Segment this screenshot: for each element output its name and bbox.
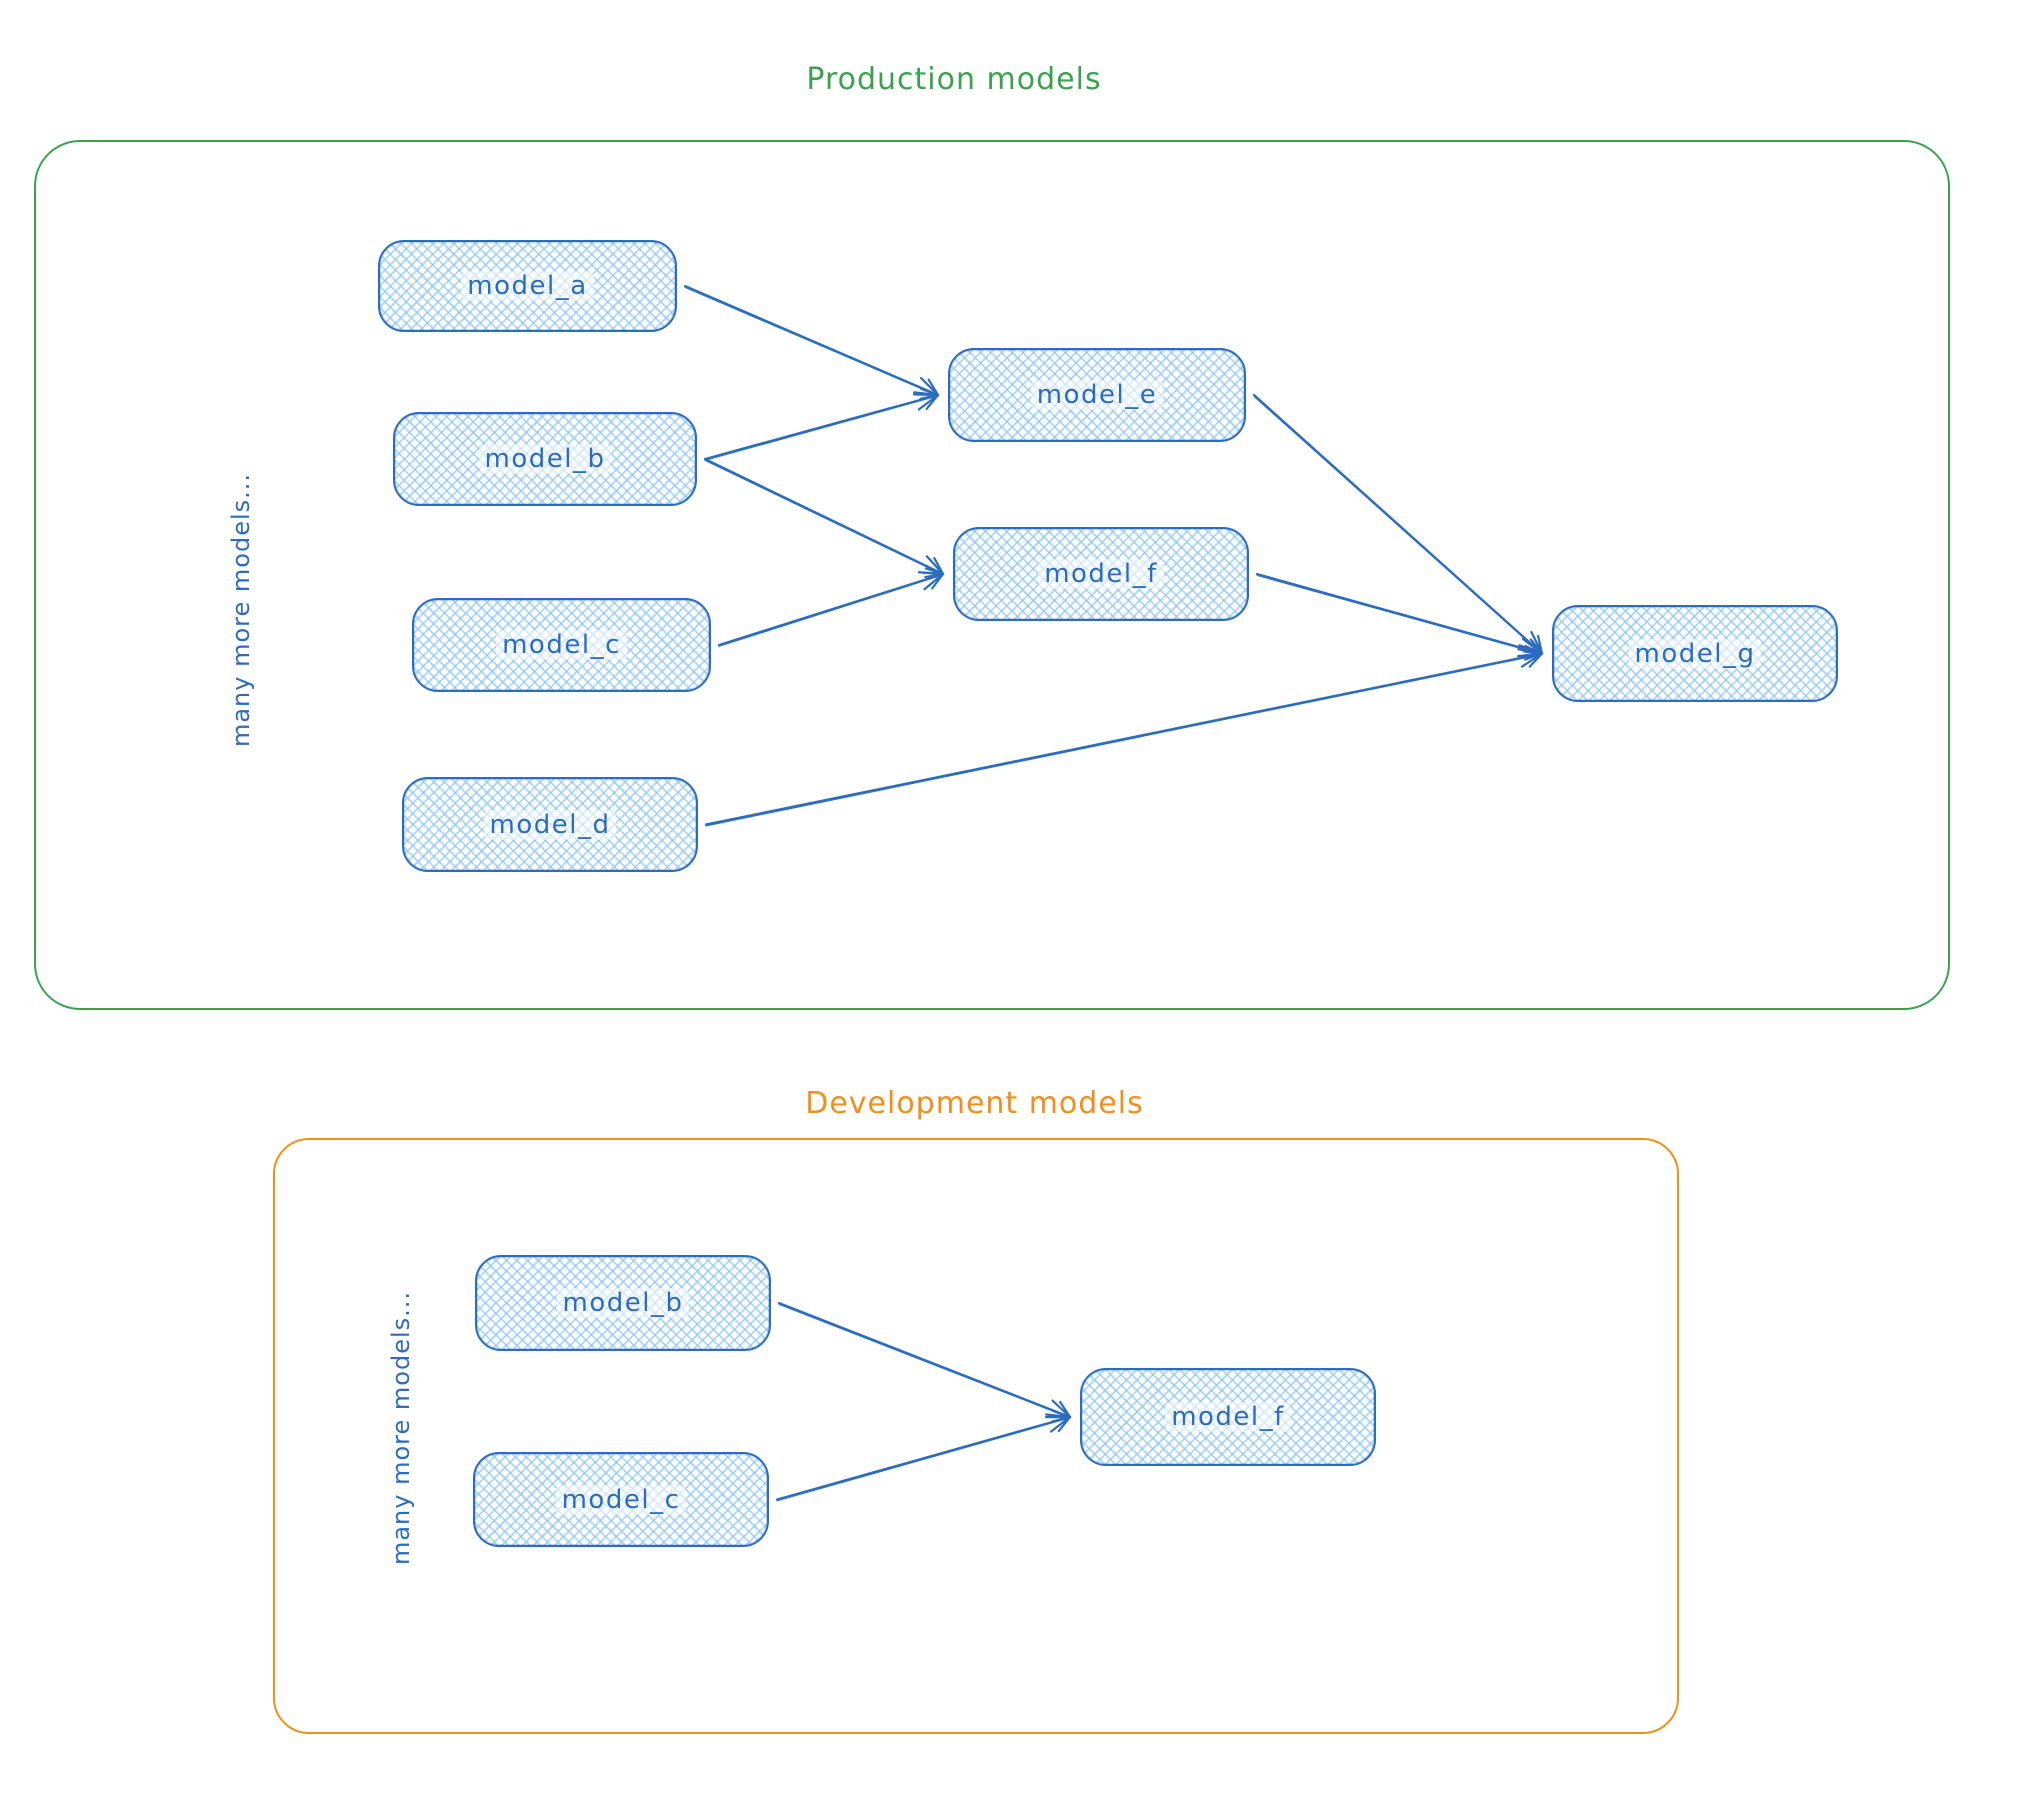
- development-section-frame: [273, 1138, 1679, 1734]
- production-node-model_f-label: model_f: [1038, 559, 1164, 589]
- development-node-model_b-label: model_b: [556, 1288, 690, 1318]
- production-node-model_g-label: model_g: [1628, 638, 1762, 669]
- production-node-model_a: model_a: [378, 240, 677, 332]
- production-node-model_a-label: model_a: [461, 271, 594, 301]
- development-many-more-models-note: many more models...: [387, 1290, 415, 1566]
- production-section-title: Production models: [806, 62, 1102, 97]
- production-node-model_c-label: model_c: [496, 630, 627, 660]
- production-node-model_e-label: model_e: [1030, 380, 1164, 410]
- development-node-model_c-label: model_c: [555, 1484, 687, 1515]
- production-node-model_e: model_e: [948, 348, 1246, 442]
- production-node-model_c: model_c: [412, 598, 711, 692]
- production-node-model_b-label: model_b: [478, 444, 612, 474]
- production-node-model_g: model_g: [1552, 605, 1838, 702]
- development-node-model_f-label: model_f: [1165, 1402, 1291, 1432]
- production-many-more-models-note: many more models...: [227, 472, 255, 748]
- development-section-title: Development models: [805, 1086, 1144, 1121]
- development-node-model_b: model_b: [475, 1255, 771, 1351]
- production-node-model_f: model_f: [953, 527, 1249, 621]
- development-node-model_c: model_c: [473, 1452, 769, 1547]
- production-section-frame: [34, 140, 1950, 1010]
- production-node-model_b: model_b: [393, 412, 697, 506]
- development-node-model_f: model_f: [1080, 1368, 1376, 1466]
- production-node-model_d: model_d: [402, 777, 698, 872]
- production-node-model_d-label: model_d: [483, 809, 617, 840]
